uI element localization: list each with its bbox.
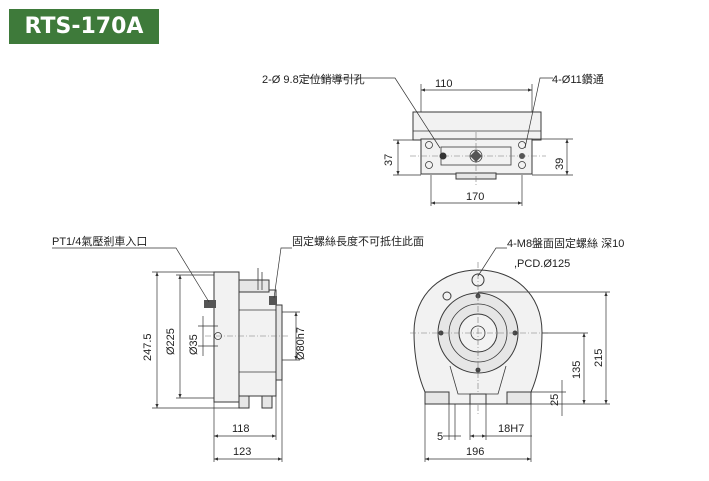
- dim-123: 123: [233, 446, 251, 458]
- locating-pin-hole: [519, 153, 525, 159]
- keyway: [469, 393, 487, 405]
- thru-hole: [425, 141, 433, 149]
- model-title-badge: RTS-170A: [9, 9, 159, 44]
- dim-dia-225: Ø225: [165, 328, 177, 355]
- side-view-body: [238, 289, 277, 397]
- screw-limit-label: 固定螺絲長度不可抵住此面: [292, 234, 424, 248]
- dim-dia-80h7: Ø80h7: [295, 327, 307, 360]
- dim-196: 196: [466, 446, 484, 458]
- side-view-shaft-face: [275, 304, 283, 381]
- screws-label-line2: ,PCD.Ø125: [514, 258, 570, 270]
- air-inlet-fitting: [204, 300, 216, 308]
- dim-18h7: 18H7: [498, 423, 524, 435]
- dim-170: 170: [466, 191, 484, 203]
- screw-stop: [269, 296, 277, 305]
- screws-label-line1: 4-M8盤面固定螺絲 深10: [507, 236, 624, 250]
- side-view-flange: [213, 271, 240, 403]
- dim-25: 25: [549, 394, 561, 406]
- inlet-label: PT1/4氣壓剎車入口: [52, 234, 147, 248]
- thru-hole: [425, 161, 433, 169]
- top-view: 2-Ø 9.8定位銷導引孔 4-Ø11鑽通 110 37 39 170: [262, 72, 604, 206]
- thru-hole: [518, 161, 526, 169]
- thru-holes-label: 4-Ø11鑽通: [552, 72, 604, 86]
- dim-247-5: 247.5: [142, 333, 154, 361]
- pin-holes-label: 2-Ø 9.8定位銷導引孔: [262, 72, 365, 86]
- side-view: PT1/4氣壓剎車入口 固定螺絲長度不可抵住此面 247.5 Ø225 Ø35 …: [52, 234, 424, 462]
- locating-pin-hole: [439, 152, 447, 160]
- model-title: RTS-170A: [24, 14, 144, 39]
- dim-39: 39: [554, 158, 566, 170]
- dim-37: 37: [383, 154, 395, 166]
- dim-215: 215: [593, 349, 605, 367]
- dim-5: 5: [437, 431, 443, 443]
- front-view: 4-M8盤面固定螺絲 深10 ,PCD.Ø125 215 135 25 5 18…: [410, 236, 624, 462]
- dim-110: 110: [435, 78, 453, 90]
- dim-dia-35: Ø35: [188, 334, 200, 355]
- dim-118: 118: [232, 423, 250, 435]
- dim-135: 135: [571, 361, 583, 379]
